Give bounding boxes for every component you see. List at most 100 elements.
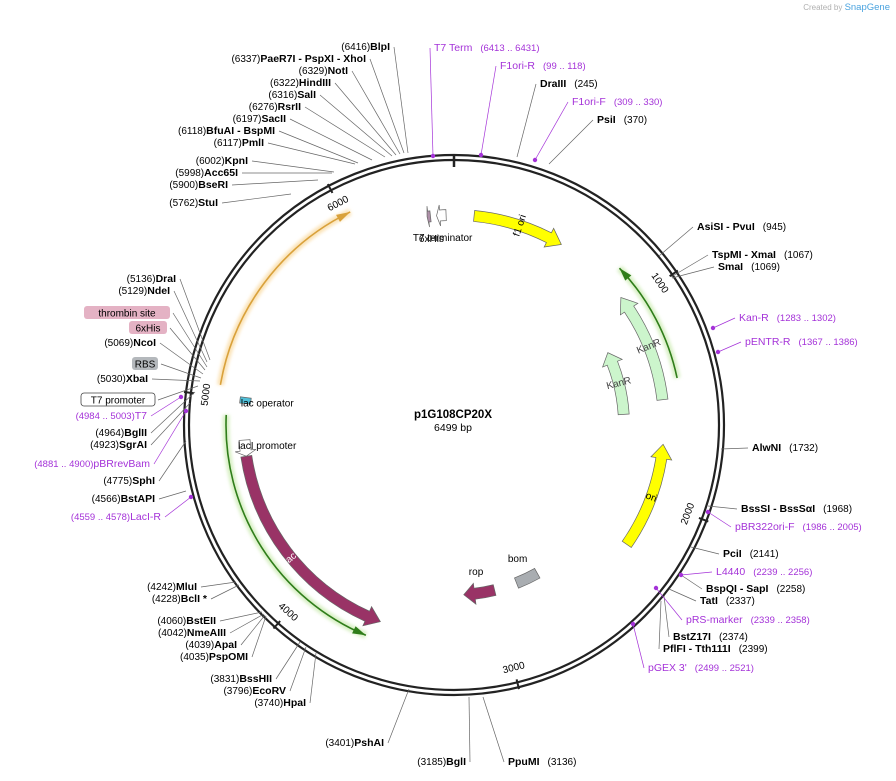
enzyme-label-acc65i: (5998)Acc65I xyxy=(175,167,238,179)
enzyme-name: PciI xyxy=(723,548,742,560)
enzyme-pos: (5030) xyxy=(97,374,126,385)
enzyme-leader-12 xyxy=(221,193,292,204)
enzyme-leader-4 xyxy=(319,94,393,157)
enzyme-pos: (5762) xyxy=(169,198,198,209)
enzyme-leader-24 xyxy=(229,613,265,634)
enzyme-leader-28 xyxy=(289,646,307,692)
enzyme-leader-40 xyxy=(690,546,720,555)
enzyme-pos: (4566) xyxy=(92,494,121,505)
enzyme-leader-6 xyxy=(289,118,373,161)
enzyme-label-ecorv: (3796)EcoRV xyxy=(223,685,286,697)
enzyme-leader-32 xyxy=(482,696,505,763)
enzyme-pos: (370) xyxy=(624,115,647,126)
box-t7-promoter xyxy=(80,392,156,407)
box-leader-3 xyxy=(157,385,199,401)
box-6xhis xyxy=(129,321,167,334)
enzyme-pos: (6002) xyxy=(196,156,225,167)
enzyme-pos: (4060) xyxy=(157,616,186,627)
enzyme-name: BclI * xyxy=(181,593,208,605)
enzyme-pos: (2337) xyxy=(726,596,755,607)
enzyme-label-pshai: (3401)PshAI xyxy=(325,737,384,749)
enzyme-leader-9 xyxy=(251,160,335,173)
enzyme-label-smai: SmaI(1069) xyxy=(718,261,780,273)
enzyme-leader-3 xyxy=(334,82,397,156)
enzyme-leader-21 xyxy=(200,581,237,588)
enzyme-leader-25 xyxy=(240,614,266,646)
enzyme-leader-14 xyxy=(173,290,208,363)
enzyme-pos: (4775) xyxy=(103,476,132,487)
primer-label-pgex-3: pGEX 3'(2499 .. 2521) xyxy=(648,662,754,674)
primer-pos: (2339 .. 2358) xyxy=(751,615,810,626)
enzyme-name: XbaI xyxy=(126,373,148,385)
feature-laci-promoter-9 xyxy=(235,439,257,457)
primer-mark-pgex-3 xyxy=(630,621,636,627)
enzyme-name: AsiSI - PvuI xyxy=(697,221,755,233)
primer-label-prs-marker: pRS-marker (2339 .. 2358) xyxy=(686,614,810,626)
enzyme-pos: (3185) xyxy=(417,757,446,768)
enzyme-leader-8 xyxy=(267,142,356,165)
backbone xyxy=(182,153,726,697)
enzyme-leader-2 xyxy=(351,70,401,155)
enzyme-pos: (1069) xyxy=(751,262,780,273)
enzyme-leader-7 xyxy=(278,130,359,164)
primer-mark-t7 xyxy=(178,394,184,400)
primer-name: F1ori-F xyxy=(572,96,606,108)
plasmid-size: 6499 bp xyxy=(434,422,472,434)
primer-label-t7-term: T7 Term(6413 .. 6431) xyxy=(434,42,539,54)
tick-mark-1000 xyxy=(669,269,679,278)
enzyme-name: BstZ17I xyxy=(673,631,711,643)
box-rbs xyxy=(132,357,158,370)
enzyme-pos: (3401) xyxy=(325,738,354,749)
feature-laci-8 xyxy=(240,454,381,627)
primer-label-t7: (4984 .. 5003)T7 xyxy=(76,410,148,422)
site-labels: (6416)BlpI(6337)PaeR7I - PspXI - XhoI(63… xyxy=(34,41,861,768)
enzyme-label-sacii: (6197)SacII xyxy=(233,113,287,125)
enzyme-leader-19 xyxy=(158,440,187,482)
primer-mark-t7-term xyxy=(430,153,436,159)
enzyme-pos: (6329) xyxy=(299,66,328,77)
enzyme-pos: (4035) xyxy=(180,652,209,663)
enzyme-label-tspmi-xmai: TspMI - XmaI(1067) xyxy=(712,249,813,261)
backbone-outer-circle xyxy=(182,153,726,697)
enzyme-leader-37 xyxy=(671,266,715,279)
primer-mark-kan-r xyxy=(710,325,716,331)
primer-leader-11 xyxy=(164,496,192,518)
enzyme-label-stui: (5762)StuI xyxy=(169,197,218,209)
enzyme-name: BlpI xyxy=(370,41,390,53)
enzyme-label-sali: (6316)SalI xyxy=(268,89,316,101)
primer-pos: (2239 .. 2256) xyxy=(753,567,812,578)
primer-name: pBR322ori-F xyxy=(735,521,795,533)
enzyme-name: RsrII xyxy=(278,101,301,113)
tick-mark-4000 xyxy=(272,620,281,630)
enzyme-leader-36 xyxy=(670,254,709,278)
arc-arrowhead-1 xyxy=(619,268,632,281)
credit-prefix: Created by xyxy=(803,3,843,12)
enzyme-leader-38 xyxy=(720,447,749,450)
snapgene-logo: SnapGene xyxy=(844,2,890,13)
enzyme-name: HindIII xyxy=(299,77,331,89)
enzyme-pos: (1067) xyxy=(784,250,813,261)
enzyme-label-psii: PsiI(370) xyxy=(597,114,647,126)
primer-label-f1ori-f: F1ori-F(309 .. 330) xyxy=(572,96,662,108)
enzyme-leader-15 xyxy=(159,342,204,375)
primer-name: pRS-marker xyxy=(686,614,743,626)
enzyme-pos: (245) xyxy=(574,79,597,90)
enzyme-pos: (5129) xyxy=(118,286,147,297)
primer-label-laci-r: (4559 .. 4578)LacI-R xyxy=(71,511,161,523)
enzyme-name: PshAI xyxy=(354,737,384,749)
primer-label-f1ori-r: F1ori-R(99 .. 118) xyxy=(500,60,586,72)
feature-ori-5 xyxy=(621,443,673,548)
primer-mark-prs-marker xyxy=(653,585,659,591)
enzyme-name: BstAPI xyxy=(121,493,156,505)
enzyme-pos: (6322) xyxy=(270,78,299,89)
box-thrombin-site xyxy=(84,306,170,319)
primer-mark-pbrrevbam xyxy=(183,408,189,414)
enzyme-name: NmeAIII xyxy=(187,627,226,639)
enzyme-label-bspqi-sapi: BspQI - SapI(2258) xyxy=(706,583,805,595)
box-leader-2 xyxy=(160,363,202,379)
primer-leader-8 xyxy=(632,623,645,669)
enzyme-leader-26 xyxy=(251,615,267,658)
enzyme-pos: (3831) xyxy=(210,674,239,685)
enzyme-name: KpnI xyxy=(225,155,248,167)
